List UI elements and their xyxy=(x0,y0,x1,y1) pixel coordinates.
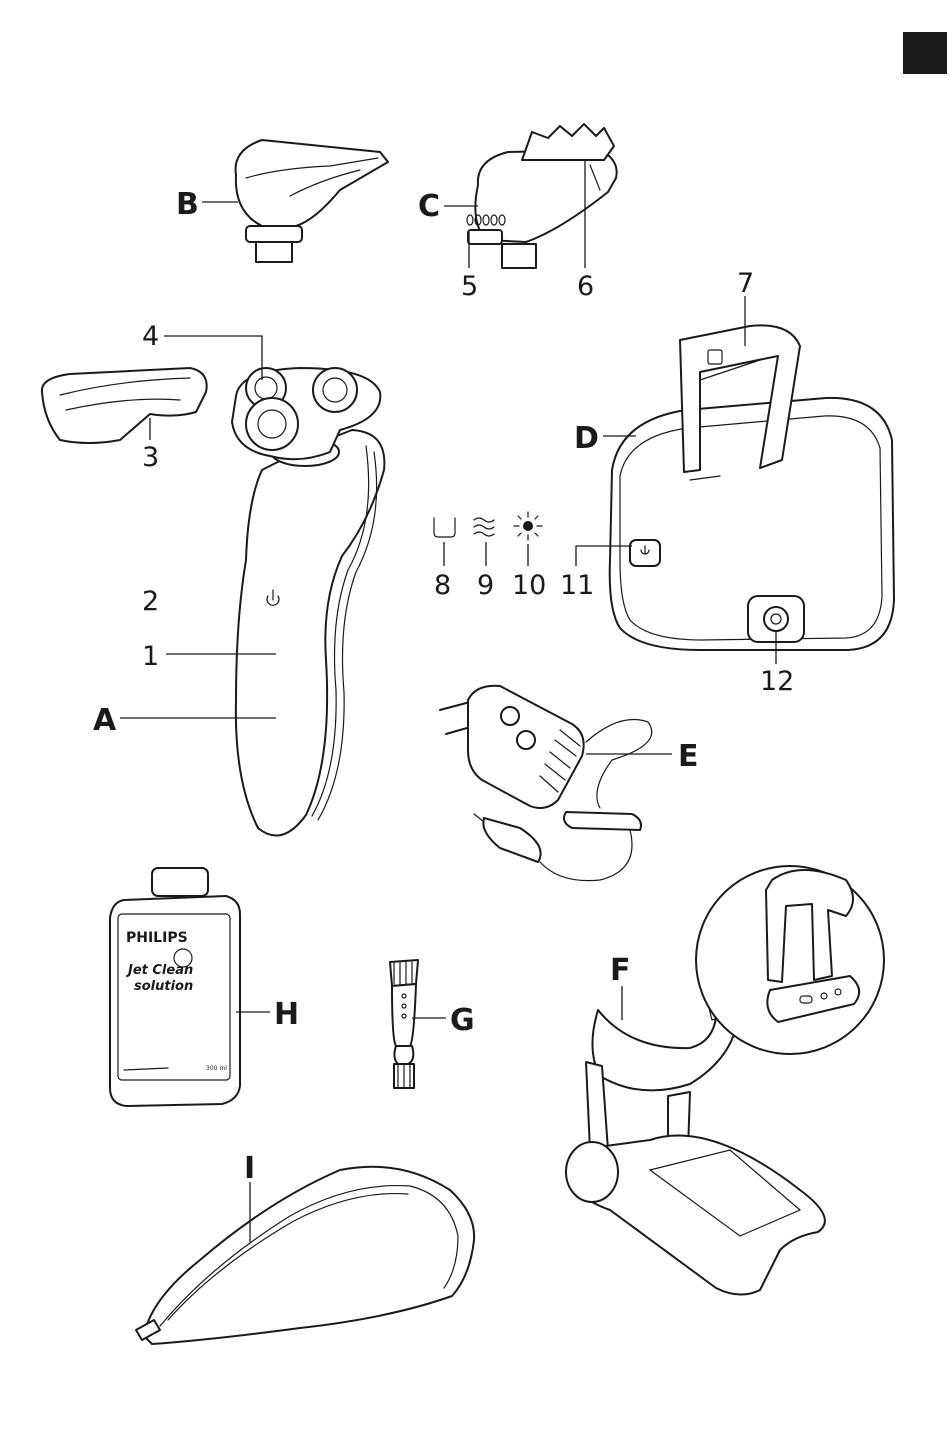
label-3: 3 xyxy=(142,442,159,473)
charging-stand-detail-inset xyxy=(696,866,884,1054)
sun-icon xyxy=(514,512,542,540)
label-11: 11 xyxy=(560,570,594,601)
label-B: B xyxy=(176,187,199,222)
label-I: I xyxy=(244,1151,255,1186)
label-C: C xyxy=(418,189,440,224)
label-A: A xyxy=(93,703,117,738)
label-D: D xyxy=(574,421,599,456)
pouch xyxy=(136,1167,474,1344)
label-12: 12 xyxy=(760,666,794,697)
protection-cap xyxy=(42,368,207,443)
waves-icon xyxy=(474,518,494,536)
cleaning-brush xyxy=(390,960,418,1088)
label-7: 7 xyxy=(737,268,754,299)
label-4: 4 xyxy=(142,321,159,352)
beard-styler-attachment xyxy=(467,124,617,268)
bottle-brand-text: PHILIPS xyxy=(126,930,188,946)
adapter xyxy=(440,686,652,881)
control-panel xyxy=(630,540,660,566)
bottle-product-line-1: Jet Clean xyxy=(125,963,193,978)
jet-clean-system xyxy=(610,325,894,650)
label-1: 1 xyxy=(142,641,159,672)
label-8: 8 xyxy=(434,570,451,601)
bottle-volume-text: 300 ml xyxy=(206,1065,227,1072)
precision-trimmer-attachment xyxy=(236,140,388,262)
cleaning-fluid-bottle: PHILIPS Jet Clean solution 300 ml xyxy=(110,868,240,1106)
label-9: 9 xyxy=(477,570,494,601)
bottle-product-line-2: solution xyxy=(134,979,193,994)
label-E: E xyxy=(678,739,699,774)
label-G: G xyxy=(450,1003,475,1038)
label-10: 10 xyxy=(512,570,546,601)
label-2: 2 xyxy=(142,586,159,617)
label-5: 5 xyxy=(461,271,478,302)
tray-icon xyxy=(434,518,455,537)
label-6: 6 xyxy=(577,271,594,302)
shaver xyxy=(232,368,384,836)
language-tab-marker xyxy=(903,32,947,74)
label-H: H xyxy=(274,997,299,1032)
label-F: F xyxy=(610,953,631,988)
